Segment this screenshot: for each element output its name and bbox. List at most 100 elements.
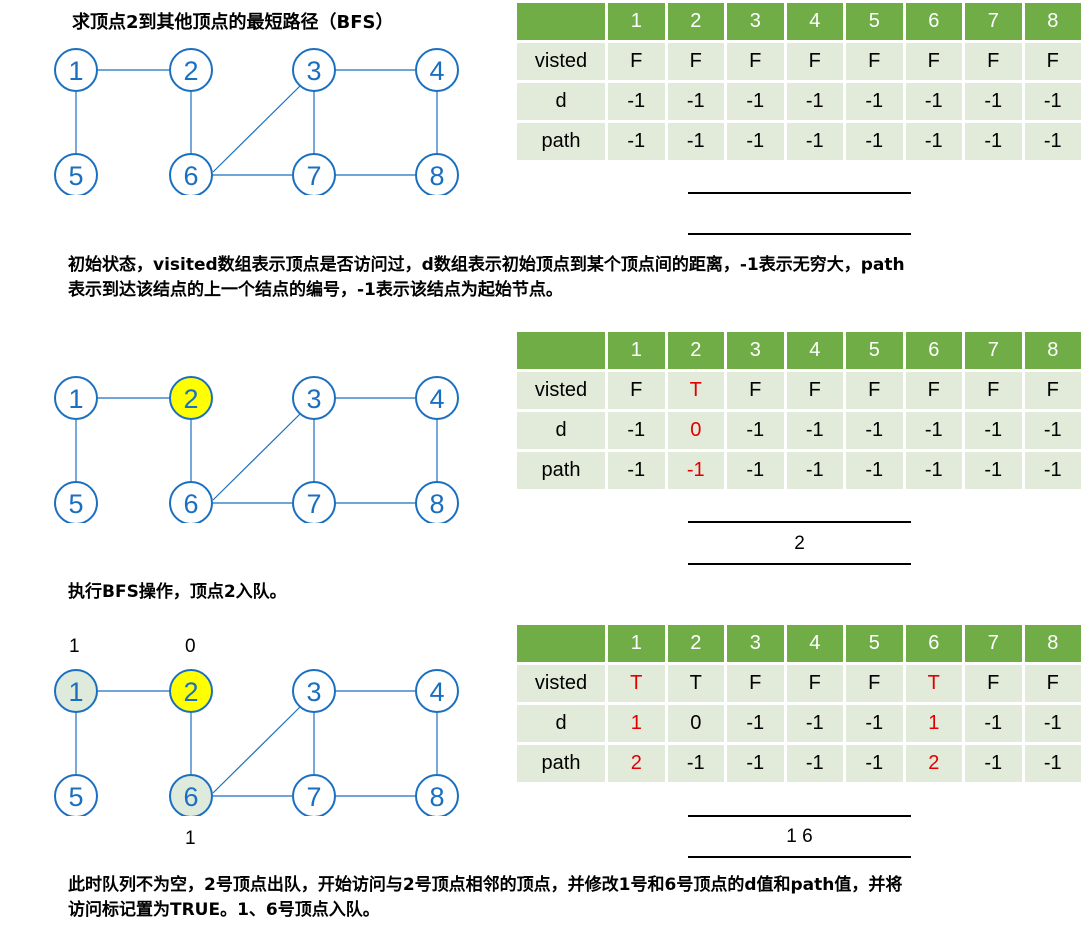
node-6: 6 xyxy=(169,481,213,523)
table-cell: -1 xyxy=(667,83,724,120)
table-cell: -1 xyxy=(667,123,724,160)
table-cell-changed: 1 xyxy=(608,705,665,742)
queue-bottom-line xyxy=(688,233,911,235)
table-cell-changed: 2 xyxy=(608,745,665,782)
node-3: 3 xyxy=(292,48,336,92)
row-label: d xyxy=(517,412,605,449)
table-cell: F xyxy=(965,665,1022,702)
table-cell-changed: T xyxy=(608,665,665,702)
graph-step-1: 1 2 3 4 5 6 7 8 xyxy=(54,48,459,195)
header-cell: 5 xyxy=(846,3,903,40)
description-line: 访问标记置为TRUE。1、6号顶点入队。 xyxy=(68,900,380,920)
table-row-visited: visted F T F F F F F F xyxy=(517,372,1081,409)
table-cell: F xyxy=(905,43,962,80)
row-label: d xyxy=(517,705,605,742)
table-cell: -1 xyxy=(846,745,903,782)
svg-text:6: 6 xyxy=(183,782,198,812)
table-cell: -1 xyxy=(965,745,1022,782)
queue-top-line xyxy=(688,815,911,817)
description-line: 表示到达该结点的上一个结点的编号，-1表示该结点为起始节点。 xyxy=(68,280,563,300)
header-cell: 1 xyxy=(608,625,665,662)
svg-text:7: 7 xyxy=(306,161,321,191)
table-cell: F xyxy=(727,43,784,80)
svg-text:4: 4 xyxy=(429,384,444,414)
row-label: path xyxy=(517,452,605,489)
header-cell: 7 xyxy=(965,625,1022,662)
svg-text:2: 2 xyxy=(183,677,198,707)
table-cell: F xyxy=(846,372,903,409)
state-table-step-1: 1 2 3 4 5 6 7 8 visted F F F F F F F F d… xyxy=(514,0,1084,163)
queue-top-line xyxy=(688,192,911,194)
table-cell-changed: 0 xyxy=(667,412,724,449)
queue-contents: 1 6 xyxy=(786,826,813,847)
table-cell: -1 xyxy=(1024,452,1081,489)
table-cell: -1 xyxy=(786,452,843,489)
table-cell: -1 xyxy=(786,123,843,160)
table-row-d: d -1 0 -1 -1 -1 -1 -1 -1 xyxy=(517,412,1081,449)
svg-text:3: 3 xyxy=(306,677,321,707)
node-2-visited: 2 xyxy=(169,669,213,713)
header-cell: 5 xyxy=(846,332,903,369)
table-row-path: path 2 -1 -1 -1 -1 2 -1 -1 xyxy=(517,745,1081,782)
table-cell: -1 xyxy=(727,412,784,449)
table-cell: -1 xyxy=(846,123,903,160)
table-cell: -1 xyxy=(608,452,665,489)
table-cell: -1 xyxy=(846,452,903,489)
svg-text:3: 3 xyxy=(306,56,321,86)
node-6-queued: 6 xyxy=(169,774,213,816)
table-cell: F xyxy=(1024,43,1081,80)
table-cell: F xyxy=(786,665,843,702)
table-cell: -1 xyxy=(608,412,665,449)
step-2-description: 执行BFS操作，顶点2入队。 xyxy=(68,580,1078,605)
header-cell: 8 xyxy=(1024,625,1081,662)
table-cell: -1 xyxy=(608,83,665,120)
header-cell: 2 xyxy=(667,3,724,40)
table-cell: -1 xyxy=(905,83,962,120)
node-4: 4 xyxy=(415,48,459,92)
header-cell: 3 xyxy=(727,332,784,369)
node-2-visited: 2 xyxy=(169,376,213,420)
svg-text:4: 4 xyxy=(429,56,444,86)
table-row-d: d 1 0 -1 -1 -1 1 -1 -1 xyxy=(517,705,1081,742)
table-row-visited: visted F F F F F F F F xyxy=(517,43,1081,80)
svg-text:5: 5 xyxy=(68,161,83,191)
row-label: d xyxy=(517,83,605,120)
page-title: 求顶点2到其他顶点的最短路径（BFS） xyxy=(72,12,394,33)
node-2: 2 xyxy=(169,48,213,92)
table-cell: F xyxy=(965,372,1022,409)
table-cell: F xyxy=(846,665,903,702)
edge-3-6 xyxy=(212,85,301,173)
table-cell: F xyxy=(608,372,665,409)
header-cell: 8 xyxy=(1024,3,1081,40)
table-row-d: d -1 -1 -1 -1 -1 -1 -1 -1 xyxy=(517,83,1081,120)
svg-text:4: 4 xyxy=(429,677,444,707)
table-cell: -1 xyxy=(1024,83,1081,120)
table-cell: F xyxy=(786,372,843,409)
table-cell: -1 xyxy=(905,452,962,489)
svg-text:6: 6 xyxy=(183,489,198,519)
table-cell: F xyxy=(1024,665,1081,702)
row-label: visted xyxy=(517,665,605,702)
state-table-step-3: 1 2 3 4 5 6 7 8 visted T T F F F T F F d… xyxy=(514,622,1084,785)
table-cell: -1 xyxy=(965,412,1022,449)
row-label: path xyxy=(517,745,605,782)
header-corner xyxy=(517,332,605,369)
svg-text:2: 2 xyxy=(183,384,198,414)
node-3: 3 xyxy=(292,669,336,713)
step-1-description: 初始状态，visited数组表示顶点是否访问过，d数组表示初始顶点到某个顶点间的… xyxy=(68,253,1078,303)
table-cell: -1 xyxy=(905,412,962,449)
edge-3-6 xyxy=(212,413,301,501)
svg-text:1: 1 xyxy=(68,677,83,707)
node-8: 8 xyxy=(415,153,459,195)
table-header-row: 1 2 3 4 5 6 7 8 xyxy=(517,625,1081,662)
header-cell: 4 xyxy=(786,625,843,662)
node-8: 8 xyxy=(415,774,459,816)
svg-text:8: 8 xyxy=(429,489,444,519)
table-cell: -1 xyxy=(727,83,784,120)
table-cell: -1 xyxy=(965,123,1022,160)
table-cell: F xyxy=(965,43,1022,80)
distance-label-node-6: 1 xyxy=(185,828,196,849)
table-cell-changed: -1 xyxy=(667,452,724,489)
node-4: 4 xyxy=(415,376,459,420)
node-5: 5 xyxy=(54,481,98,523)
